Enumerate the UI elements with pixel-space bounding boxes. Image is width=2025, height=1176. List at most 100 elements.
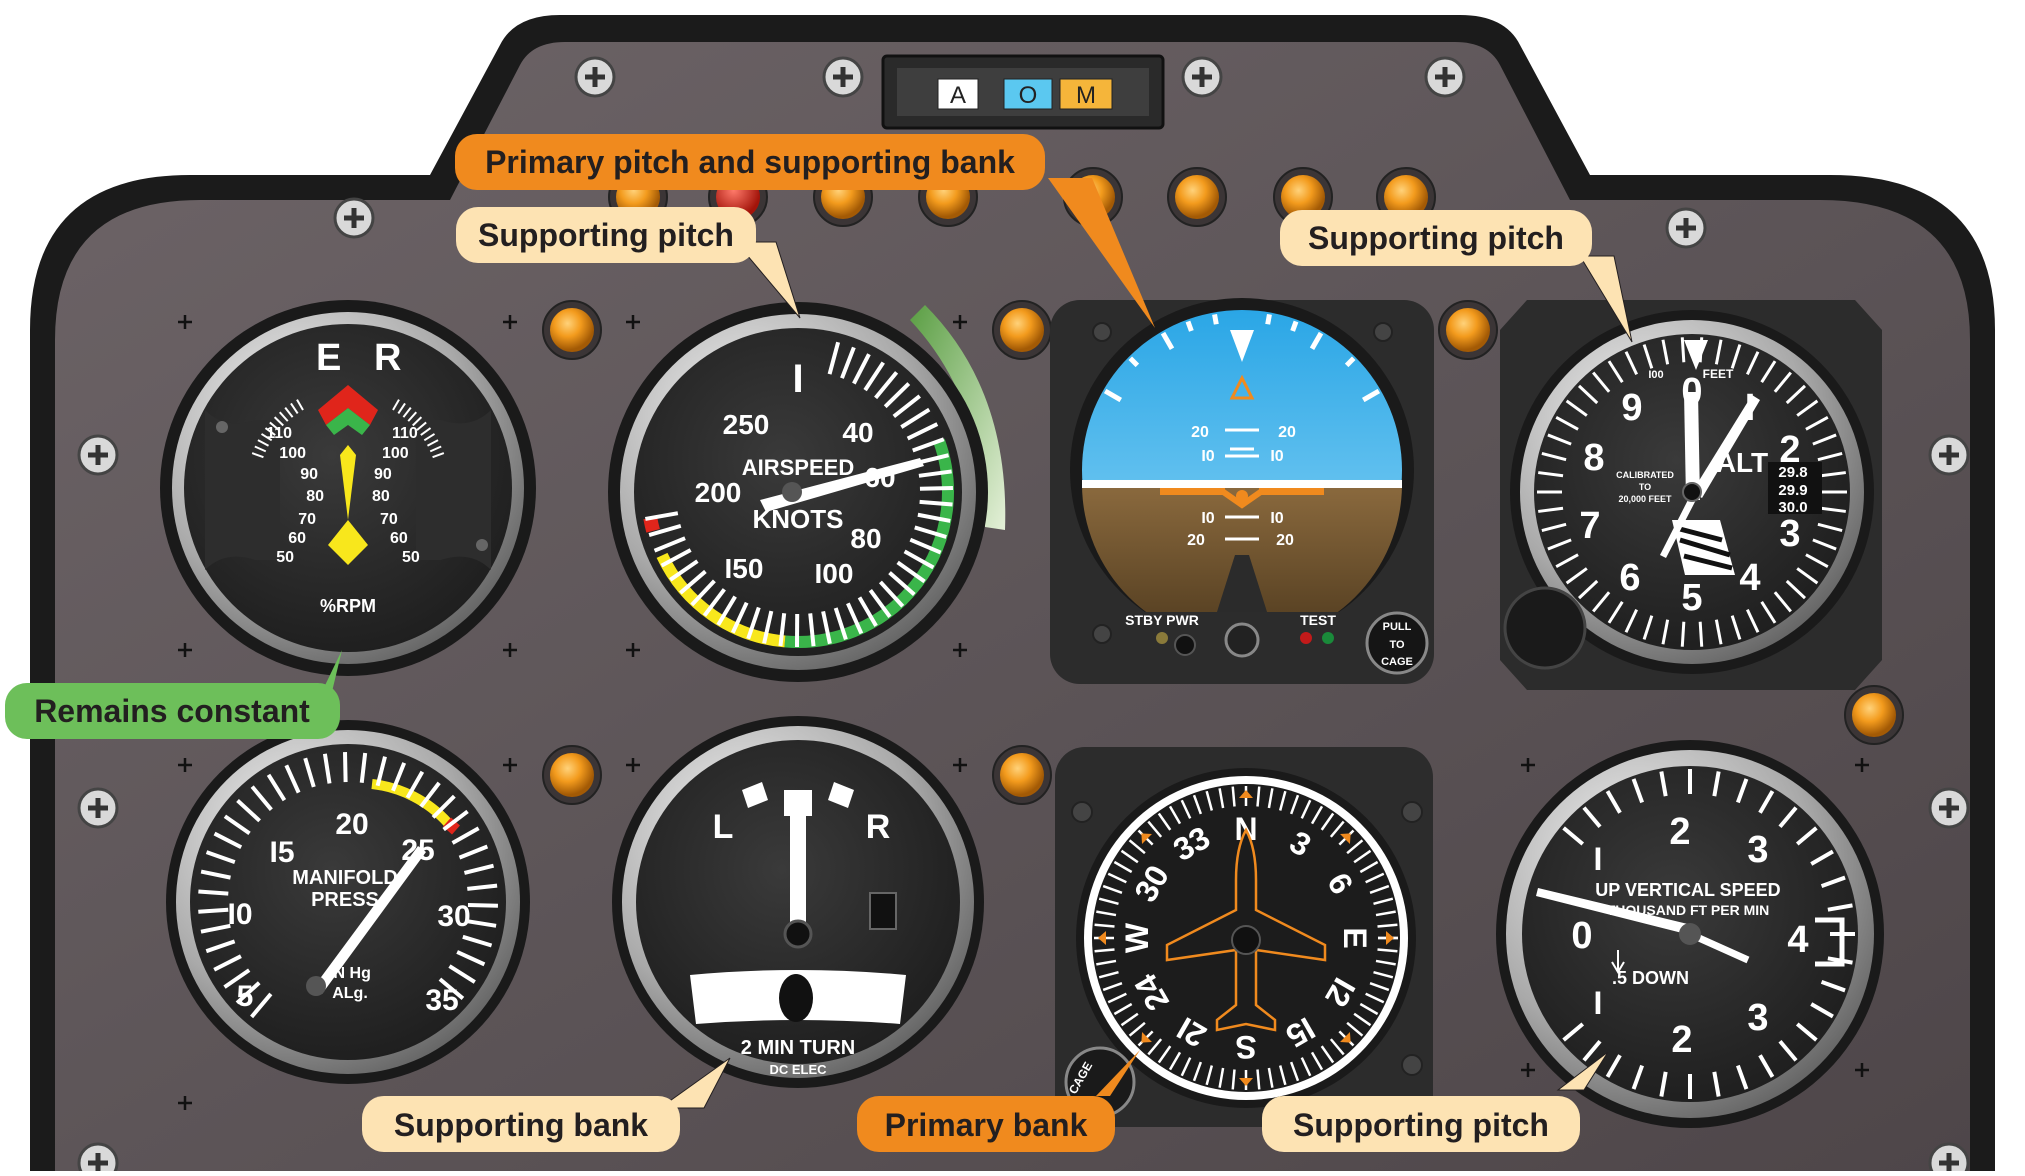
hdg-tick xyxy=(1233,1069,1235,1089)
tach-scale-l-80: 80 xyxy=(306,488,324,505)
alt-small-100: I00 xyxy=(1648,369,1663,381)
ai-bank-tick xyxy=(1215,314,1217,324)
hdg-tick xyxy=(1377,925,1397,927)
alt-baro-knob[interactable] xyxy=(1505,588,1585,668)
vsi-mark-up-1: I xyxy=(1594,841,1603,877)
asi-title: AIRSPEED xyxy=(742,455,854,480)
annunciator-lamp xyxy=(1852,693,1896,737)
asi-tick xyxy=(920,488,953,489)
hdg-tick xyxy=(1258,1069,1260,1089)
svg-text:Primary bank: Primary bank xyxy=(885,1107,1088,1143)
map-title2: PRESS xyxy=(311,889,379,911)
ai-test-label: TEST xyxy=(1300,612,1336,628)
alt-num-6: 6 xyxy=(1619,557,1640,599)
vsi-mark-down-3: 3 xyxy=(1747,997,1768,1039)
svg-text:Supporting bank: Supporting bank xyxy=(394,1107,648,1143)
ai-pitch-up-10-l: I0 xyxy=(1201,448,1214,465)
alt-calibrated-label: CALIBRATED xyxy=(1616,470,1674,480)
tach-rotor-label: R xyxy=(374,337,401,379)
vsi-mark-up-2: 2 xyxy=(1669,811,1690,853)
ai-to-label: TO xyxy=(1389,639,1405,651)
alt-kollsman-1: 29.8 xyxy=(1778,464,1807,481)
callout-altimeter-supporting-pitch: Supporting pitch xyxy=(1280,210,1592,266)
ai-pitch-down-10-l: I0 xyxy=(1201,510,1214,527)
tach-scale-r-100: 100 xyxy=(382,445,409,462)
asi-mark-100: I00 xyxy=(815,558,854,589)
svg-text:O: O xyxy=(1019,82,1038,109)
ai-stby-label: STBY PWR xyxy=(1125,612,1199,628)
map-mark-30: 30 xyxy=(437,900,470,933)
turn-coordinator: L R 2 MIN TURN DC ELEC xyxy=(612,716,984,1088)
hdg-tick xyxy=(1095,925,1115,927)
vsi-mark-0: 0 xyxy=(1571,915,1592,957)
hdg-tick xyxy=(1095,950,1115,952)
tach-scale-r-90: 90 xyxy=(374,466,392,483)
tach-scale-l-100: 100 xyxy=(279,445,306,462)
mode-button-a[interactable]: A xyxy=(938,79,978,109)
asi-tick xyxy=(920,502,953,505)
alt-num-8: 8 xyxy=(1583,437,1604,479)
ai-pitch-down-10-r: I0 xyxy=(1270,510,1283,527)
map-mark-10: I0 xyxy=(227,898,252,931)
hdg-label: S xyxy=(1235,1029,1256,1065)
alt-feet-label: FEET xyxy=(1703,367,1734,381)
ai-bank-tick xyxy=(1293,322,1296,331)
ai-pitch-up-20-l: 20 xyxy=(1191,424,1209,441)
map-mark-5: 5 xyxy=(237,980,254,1013)
alt-num-4: 4 xyxy=(1739,557,1760,599)
svg-text:Remains constant: Remains constant xyxy=(34,693,310,729)
tach-scale-r-70: 70 xyxy=(380,511,398,528)
ai-bank-tick xyxy=(1188,322,1191,331)
svg-text:Supporting pitch: Supporting pitch xyxy=(1293,1107,1549,1143)
ai-pitch-down-20-r: 20 xyxy=(1276,532,1294,549)
callout-turn-supporting-bank: Supporting bank xyxy=(362,1096,680,1152)
tach-scale-r-110: 110 xyxy=(392,425,418,442)
manifold-pressure-gauge: 5 I0 I5 20 25 30 35 MANIFOLD PRESS IN Hg… xyxy=(166,720,530,1084)
ai-pull-to-cage-knob[interactable]: PULL TO CAGE xyxy=(1367,613,1427,673)
annunciator-lamp xyxy=(1175,175,1219,219)
vsi-mark-down-1: I xyxy=(1594,985,1603,1021)
alt-ceiling-label: 20,000 FEET xyxy=(1618,494,1672,504)
hdg-tick xyxy=(1258,787,1260,807)
vsi-mark-down-2: 2 xyxy=(1671,1019,1692,1061)
tach-scale-l-60: 60 xyxy=(288,530,306,547)
ai-pitch-up-20-r: 20 xyxy=(1278,424,1296,441)
svg-text:Primary pitch and supporting b: Primary pitch and supporting bank xyxy=(485,144,1015,180)
tach-scale-r-80: 80 xyxy=(372,488,390,505)
tach-scale-l-50: 50 xyxy=(276,549,294,566)
callout-vsi-supporting-pitch: Supporting pitch xyxy=(1262,1096,1580,1152)
tach-scale-l-110: 110 xyxy=(266,425,292,442)
map-tick xyxy=(198,910,228,912)
alt-num-7: 7 xyxy=(1579,505,1600,547)
tach-scale-r-50: 50 xyxy=(402,549,420,566)
callout-heading-primary-bank: Primary bank xyxy=(857,1096,1115,1152)
alt-to-label: TO xyxy=(1639,482,1651,492)
map-mark-20: 20 xyxy=(335,808,368,841)
annunciator-lamp xyxy=(550,308,594,352)
alt-tick xyxy=(1682,622,1684,647)
hdg-tick xyxy=(1233,787,1235,807)
ai-cage-label: CAGE xyxy=(1381,656,1413,668)
annunciator-lamp xyxy=(1000,753,1044,797)
alt-kollsman-2: 29.9 xyxy=(1778,482,1807,499)
mode-button-o[interactable]: O xyxy=(1004,79,1052,109)
tc-inclinometer-ball xyxy=(779,974,813,1022)
map-tick xyxy=(468,905,498,906)
callout-attitude-primary-pitch: Primary pitch and supporting bank xyxy=(455,134,1045,190)
asi-mark-40: 40 xyxy=(842,417,873,448)
callout-airspeed-supporting-pitch: Supporting pitch xyxy=(456,207,756,263)
ai-pull-label: PULL xyxy=(1383,621,1412,633)
alt-num-3: 3 xyxy=(1779,513,1800,555)
ai-pitch-up-10-r: I0 xyxy=(1270,448,1283,465)
asi-mark-200: 200 xyxy=(695,477,742,508)
map-title: MANIFOLD xyxy=(292,867,398,889)
svg-text:Supporting pitch: Supporting pitch xyxy=(1308,220,1564,256)
ai-bank-tick xyxy=(1268,314,1270,324)
tc-wing-bar xyxy=(790,814,806,935)
alt-kollsman-3: 30.0 xyxy=(1778,499,1807,516)
annunciator-lamp xyxy=(550,753,594,797)
tc-right-label: R xyxy=(866,808,891,846)
mode-button-m[interactable]: M xyxy=(1060,79,1112,109)
callout-remains-constant: Remains constant xyxy=(5,683,340,739)
